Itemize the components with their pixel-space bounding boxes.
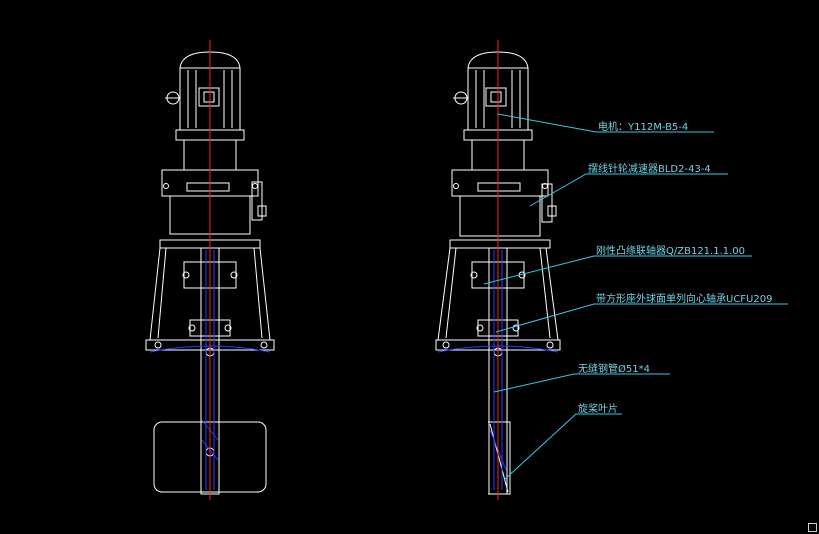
leader-coupling [483,255,752,285]
motor-right [453,51,533,171]
motor-left [165,51,245,171]
leader-bearing [495,303,788,333]
label-bearing: 带方形座外球面单列向心轴承UCFU209 [596,292,772,305]
label-blade: 旋桨叶片 [578,402,618,415]
leader-pipe [493,373,670,393]
reducer-right [449,169,557,249]
leader-blade [503,413,622,481]
leader-reducer [529,173,728,207]
shaft-right [488,247,511,495]
corner-marker [808,523,817,532]
label-pipe: 无缝钢管Ø51*4 [578,362,650,375]
leader-lines [483,113,788,481]
label-reducer: 摆线针轮减速器BLD2-43-4 [588,162,711,175]
label-coupling: 刚性凸缘联轴器Q/ZB121.1.1.00 [596,244,745,257]
reducer-left [159,169,267,249]
label-motor: 电机：Y112M-B5-4 [598,120,688,133]
leader-motor [497,113,714,133]
